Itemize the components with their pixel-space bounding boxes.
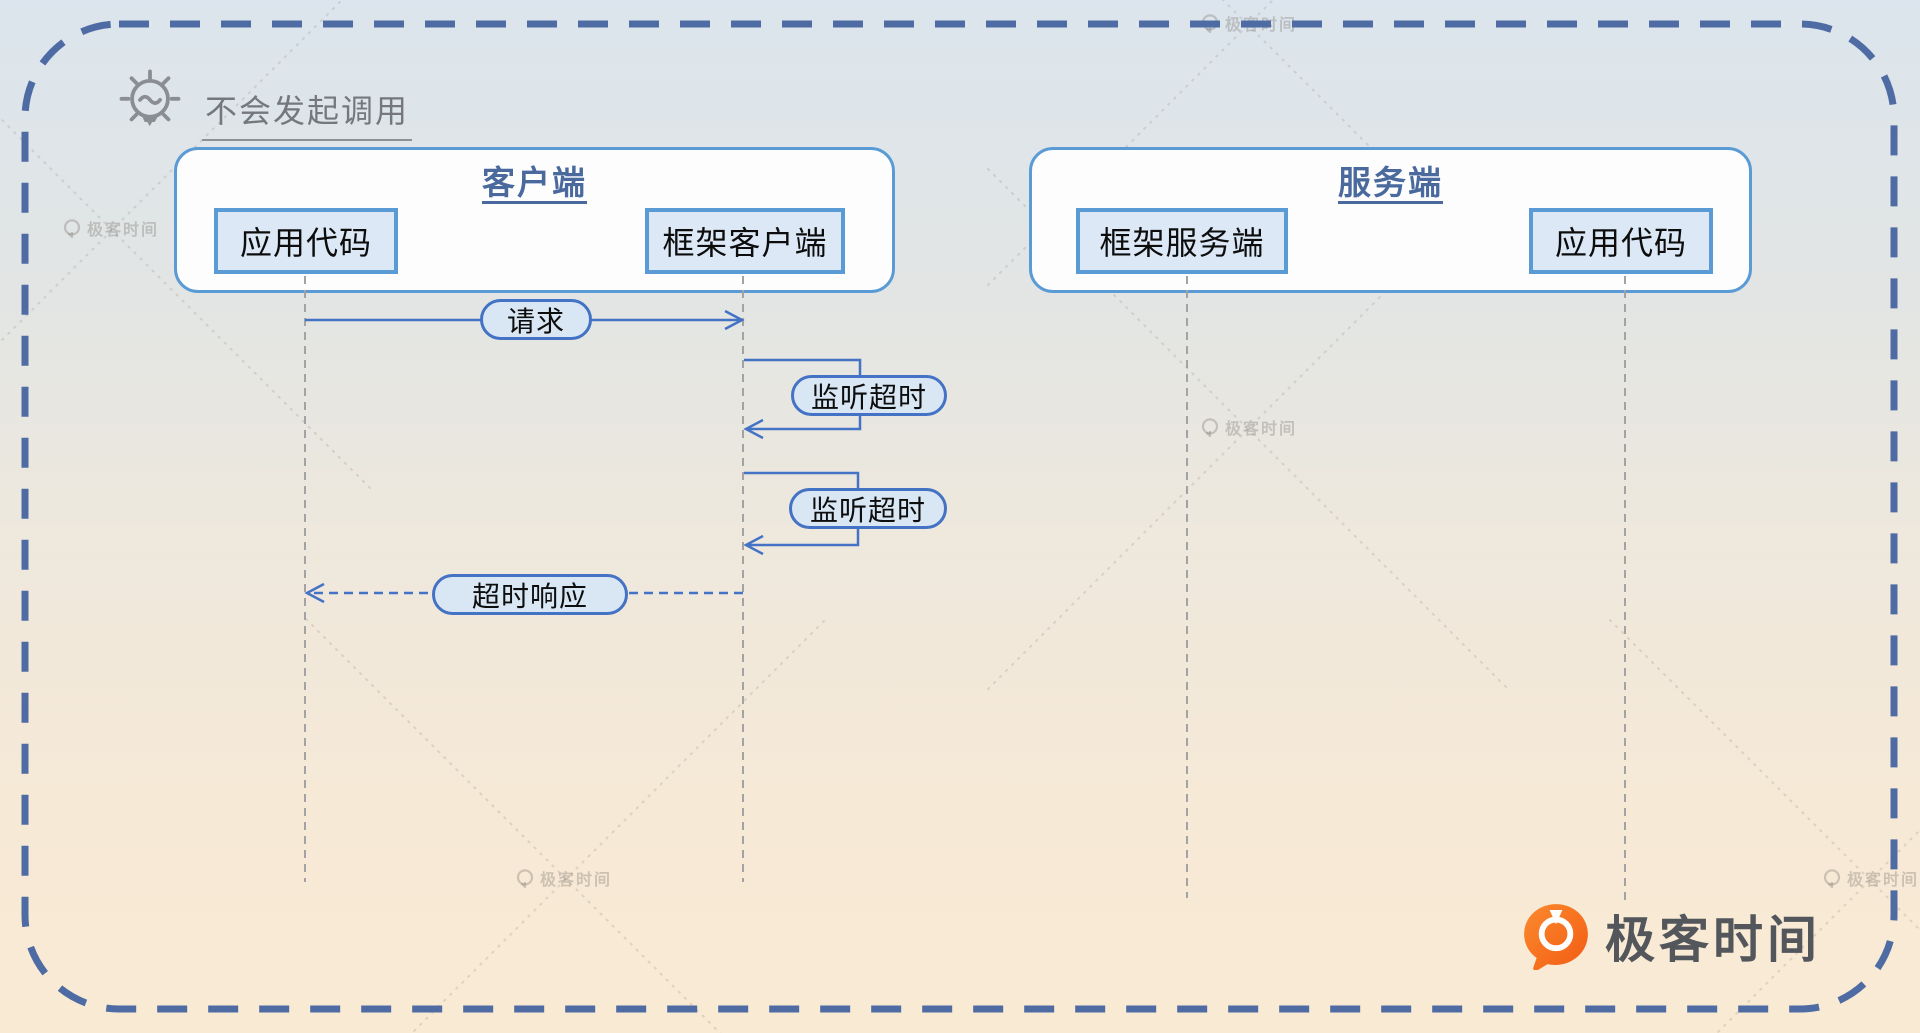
geektime-watermark-icon: [1201, 14, 1219, 33]
server-group: 服务端 框架服务端 应用代码: [1029, 147, 1752, 293]
geektime-logo: 极客时间: [1522, 900, 1821, 972]
watermark-text: 极客时间: [1847, 872, 1920, 889]
watermark: 极客时间: [62, 216, 159, 240]
geektime-watermark-icon: [63, 219, 81, 238]
client-framework-box: 框架客户端: [645, 208, 845, 274]
listen-timeout-label-1: 监听超时: [791, 375, 947, 416]
watermark: 极客时间: [1200, 415, 1297, 439]
server-app-code-box: 应用代码: [1529, 208, 1713, 274]
tip-text: 不会发起调用: [202, 86, 413, 141]
client-group: 客户端 应用代码 框架客户端: [174, 147, 895, 293]
server-group-title: 服务端: [1338, 164, 1443, 201]
watermark-text: 极客时间: [1225, 17, 1298, 34]
watermark-text: 极客时间: [87, 222, 160, 239]
geektime-watermark-icon: [1201, 418, 1219, 437]
geektime-logo-text: 极客时间: [1605, 912, 1821, 968]
geektime-logo-icon: [1524, 904, 1588, 970]
watermark: 极客时间: [1200, 11, 1297, 35]
request-message-label: 请求: [480, 299, 592, 340]
watermark-text: 极客时间: [1225, 421, 1298, 438]
geektime-watermark-icon: [516, 869, 534, 888]
geektime-watermark-icon: [1823, 869, 1841, 888]
timeout-response-label: 超时响应: [432, 574, 628, 615]
server-framework-box: 框架服务端: [1076, 208, 1288, 274]
client-app-code-box: 应用代码: [214, 208, 398, 274]
watermark: 极客时间: [1822, 866, 1919, 890]
watermark: 极客时间: [515, 866, 612, 890]
listen-timeout-label-2: 监听超时: [789, 488, 947, 529]
watermark-text: 极客时间: [540, 872, 613, 889]
lightbulb-icon: [119, 69, 181, 126]
client-group-title: 客户端: [482, 164, 587, 201]
tip-annotation: 不会发起调用: [112, 64, 413, 141]
